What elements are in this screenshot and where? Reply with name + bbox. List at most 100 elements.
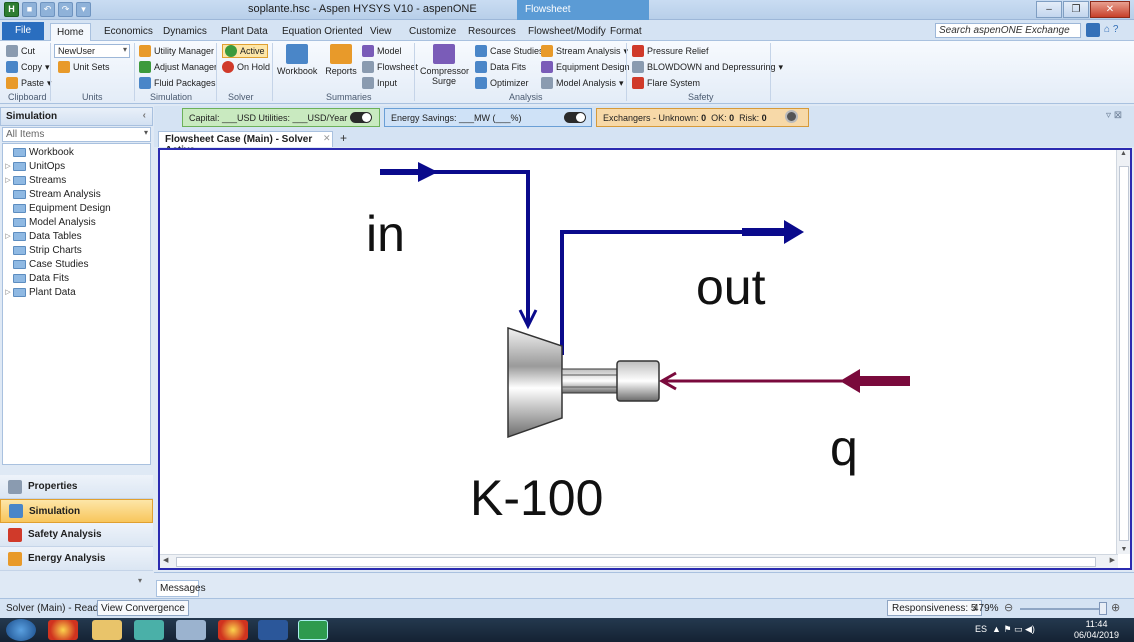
chrome-second-taskbar-icon[interactable] (218, 620, 248, 640)
responsiveness-button[interactable]: Responsiveness: 5 (887, 600, 982, 616)
unit-sets-button[interactable]: Unit Sets (58, 60, 110, 74)
word-taskbar-icon[interactable] (258, 620, 288, 640)
undo-icon[interactable]: ↶ (40, 2, 55, 17)
windows-start-icon[interactable] (6, 619, 36, 641)
paste-button[interactable]: Paste▾ (6, 76, 52, 90)
bar-options-icon[interactable]: ▿ ⊠ (1106, 110, 1123, 121)
nav-tree-item-strip-charts[interactable]: Strip Charts (3, 243, 150, 257)
quick-access-dropdown-icon[interactable]: ▾ (76, 2, 91, 17)
stream-out-label[interactable]: out (696, 259, 766, 315)
fluid-packages-button[interactable]: Fluid Packages (139, 76, 216, 90)
tab-file[interactable]: File (2, 22, 44, 40)
nav-tree-item-data-fits[interactable]: Data Fits (3, 271, 150, 285)
tab-home[interactable]: Home (50, 23, 91, 42)
model-summary-button[interactable]: Model (362, 44, 402, 58)
unit-set-select[interactable]: NewUser (54, 44, 130, 58)
tab-view[interactable]: View (370, 26, 392, 37)
collapse-nav-icon[interactable]: ‹ (142, 110, 146, 121)
expand-messages-icon[interactable]: ▾ (138, 576, 143, 585)
vertical-scroll-thumb[interactable] (1119, 166, 1129, 541)
snipping-tool-taskbar-icon[interactable] (176, 620, 206, 640)
app-taskbar-icon[interactable] (134, 620, 164, 640)
exchangers-indicator[interactable]: Exchangers - Unknown: 0 OK: 0 Risk: 0 (596, 108, 809, 127)
model-analysis-button[interactable]: Model Analysis▾ (541, 76, 624, 90)
flare-system-button[interactable]: Flare System (632, 76, 700, 90)
stream-analysis-button[interactable]: Stream Analysis▾ (541, 44, 628, 58)
cut-button[interactable]: Cut (6, 44, 35, 58)
help-icon[interactable]: ⌂ ? (1104, 24, 1119, 35)
expand-arrow-icon[interactable]: ▷ (5, 289, 11, 296)
taskbar-clock[interactable]: 11:44 06/04/2019 (1074, 619, 1120, 640)
nav-tree-item-stream-analysis[interactable]: Stream Analysis (3, 187, 150, 201)
system-tray[interactable]: ES ▲ ⚑ ▭ ◀) (975, 624, 1035, 634)
flowsheet-canvas[interactable]: in out q K-100 ▲ ▼ ◀ ▶ (158, 148, 1132, 570)
energy-savings-indicator[interactable]: Energy Savings: ___MW (___%) (384, 108, 592, 127)
hysys-taskbar-icon[interactable] (298, 620, 328, 640)
exchange-search-input[interactable]: Search aspenONE Exchange (935, 23, 1081, 38)
save-icon[interactable]: ■ (22, 2, 37, 17)
flowsheet-summary-button[interactable]: Flowsheet (362, 60, 418, 74)
tab-messages[interactable]: Messages (156, 580, 206, 597)
capital-toggle[interactable] (350, 112, 372, 123)
nav-energy-analysis-button[interactable]: Energy Analysis (0, 547, 153, 571)
tab-dynamics[interactable]: Dynamics (163, 26, 207, 37)
tab-resources[interactable]: Resources (468, 26, 516, 37)
scroll-up-icon[interactable]: ▲ (1120, 150, 1127, 157)
add-tab-icon[interactable]: + (340, 131, 348, 145)
nav-tree-item-model-analysis[interactable]: Model Analysis (3, 215, 150, 229)
close-button[interactable]: ✕ (1090, 1, 1130, 18)
tab-format[interactable]: Format (610, 26, 642, 37)
horizontal-scroll-thumb[interactable] (176, 557, 1096, 567)
scroll-left-icon[interactable]: ◀ (163, 557, 169, 564)
workbook-button[interactable]: Workbook (277, 44, 317, 76)
data-fits-button[interactable]: Data Fits (475, 60, 526, 74)
stream-in[interactable] (380, 162, 538, 330)
nav-tree-item-workbook[interactable]: Workbook (3, 145, 150, 159)
stream-in-label[interactable]: in (366, 206, 405, 262)
nav-tree-item-streams[interactable]: ▷Streams (3, 173, 150, 187)
optimizer-button[interactable]: Optimizer (475, 76, 529, 90)
nav-simulation-button[interactable]: Simulation (0, 499, 153, 523)
energy-toggle[interactable] (564, 112, 586, 123)
energy-stream-q-label[interactable]: q (830, 420, 858, 476)
utility-manager-button[interactable]: Utility Manager (139, 44, 214, 58)
expand-arrow-icon[interactable]: ▷ (5, 163, 11, 170)
input-summary-button[interactable]: Input (362, 76, 397, 90)
case-studies-button[interactable]: Case Studies (475, 44, 544, 58)
view-convergence-button[interactable]: View Convergence (97, 600, 189, 616)
hysys-app-icon[interactable]: H (4, 2, 19, 17)
capital-indicator[interactable]: Capital: ___USD Utilities: ___USD/Year (182, 108, 380, 127)
nav-tree-item-data-tables[interactable]: ▷Data Tables (3, 229, 150, 243)
compressor-surge-button[interactable]: Compressor Surge (420, 44, 469, 86)
chrome-taskbar-icon[interactable] (48, 620, 78, 640)
tab-flowsheet-modify[interactable]: Flowsheet/Modify (528, 26, 606, 37)
minimize-button[interactable]: – (1036, 1, 1062, 18)
scroll-right-icon[interactable]: ▶ (1109, 557, 1115, 564)
tab-economics[interactable]: Economics (104, 26, 153, 37)
solver-active-button[interactable]: Active (222, 44, 268, 58)
equipment-design-button[interactable]: Equipment Design▾ (541, 60, 637, 74)
compressor-k-100[interactable] (507, 326, 660, 439)
search-icon[interactable] (1086, 23, 1100, 37)
tab-equation-oriented[interactable]: Equation Oriented (282, 26, 363, 37)
canvas-vertical-scrollbar[interactable]: ▲ ▼ (1116, 150, 1130, 554)
risk-status-icon[interactable] (785, 110, 798, 123)
unit-k-100-label[interactable]: K-100 (470, 470, 603, 526)
zoom-slider[interactable] (1020, 608, 1104, 610)
redo-icon[interactable]: ↷ (58, 2, 73, 17)
zoom-in-icon[interactable]: ⊕ (1111, 602, 1121, 614)
copy-button[interactable]: Copy▾ (6, 60, 50, 74)
expand-arrow-icon[interactable]: ▷ (5, 177, 11, 184)
zoom-slider-thumb[interactable] (1099, 602, 1107, 615)
stream-out[interactable] (560, 220, 804, 355)
nav-tree-item-plant-data[interactable]: ▷Plant Data (3, 285, 150, 299)
nav-tree-item-case-studies[interactable]: Case Studies (3, 257, 150, 271)
tab-customize[interactable]: Customize (409, 26, 457, 37)
tab-flowsheet-case-main[interactable]: Flowsheet Case (Main) - Solver Active (158, 131, 333, 156)
blowdown-button[interactable]: BLOWDOWN and Depressuring▾ (632, 60, 783, 74)
nav-properties-button[interactable]: Properties (0, 475, 153, 499)
scroll-down-icon[interactable]: ▼ (1120, 546, 1128, 553)
nav-tree-item-unitops[interactable]: ▷UnitOps (3, 159, 150, 173)
nav-tree-item-equipment-design[interactable]: Equipment Design (3, 201, 150, 215)
tab-plant-data[interactable]: Plant Data (221, 26, 268, 37)
